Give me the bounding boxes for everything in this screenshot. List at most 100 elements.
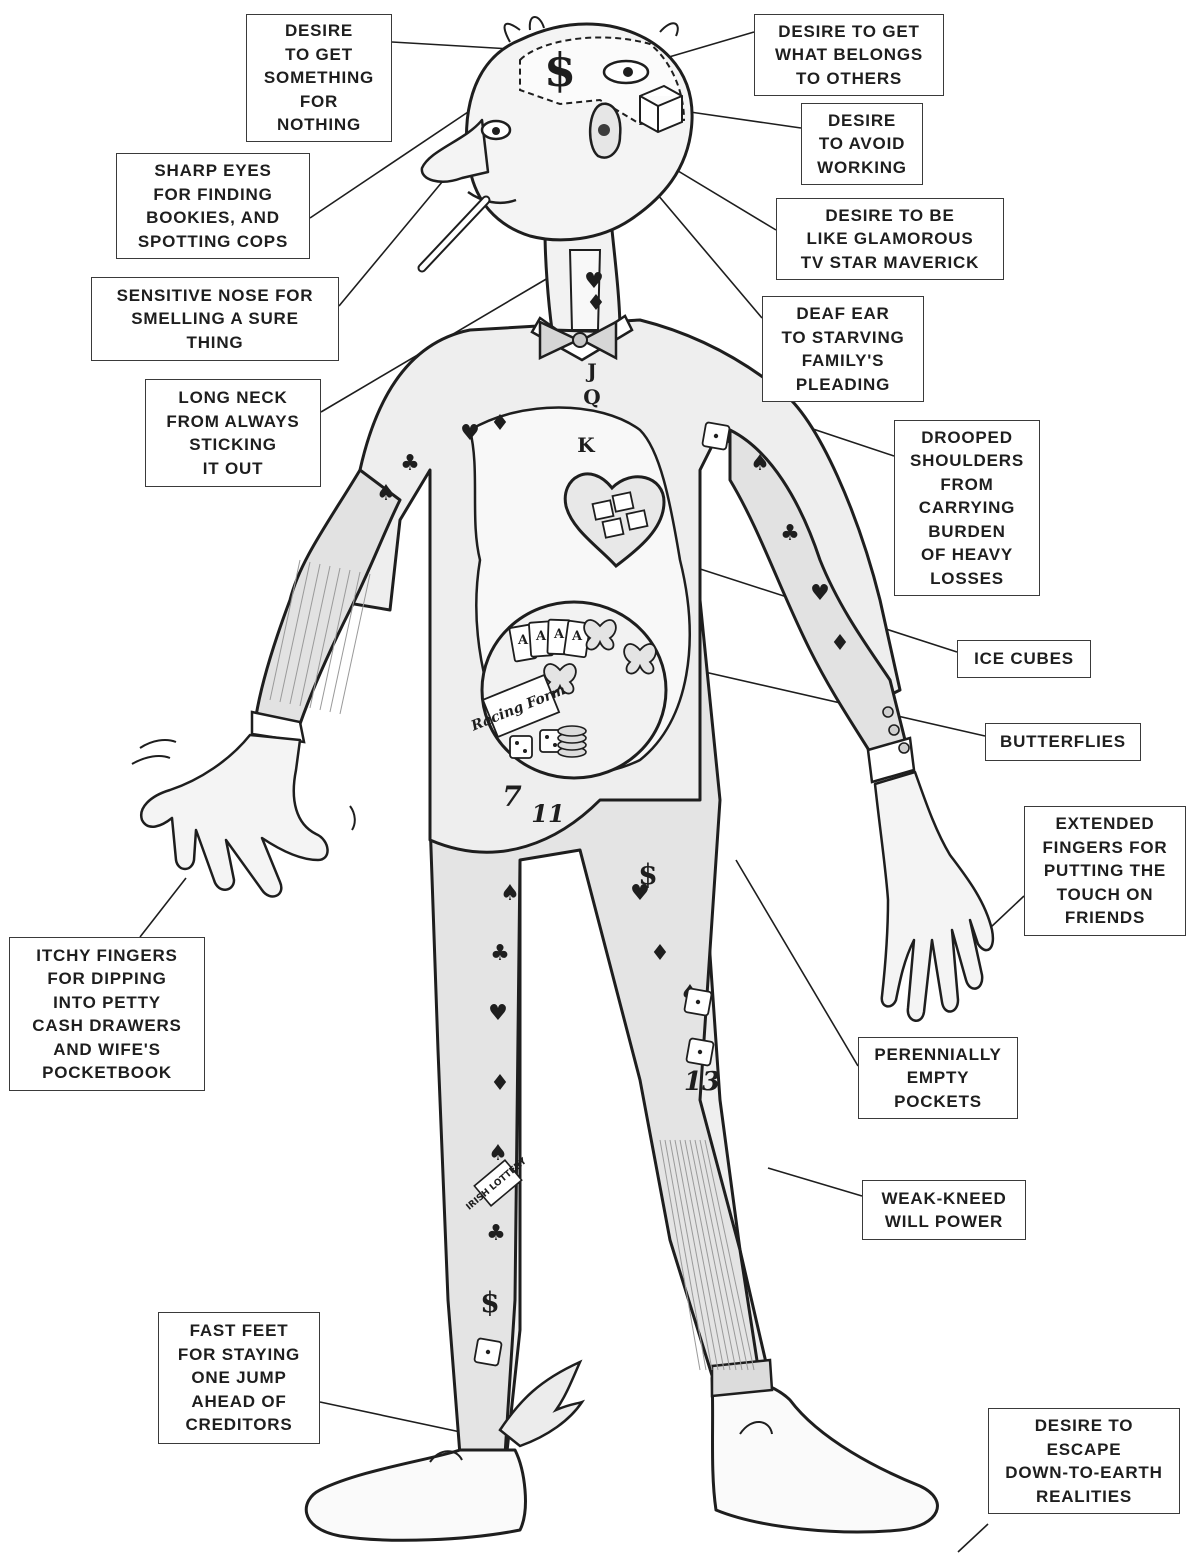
nose bbox=[422, 120, 488, 182]
label-line: EMPTY bbox=[863, 1066, 1013, 1090]
label-line: ESCAPE bbox=[993, 1438, 1175, 1462]
label-desire-something-for-nothing: DESIRETO GETSOMETHINGFORNOTHING bbox=[246, 14, 392, 142]
label-line: PLEADING bbox=[767, 373, 919, 397]
suit-symbol-icon: ♦ bbox=[490, 411, 510, 436]
label-line: IT OUT bbox=[150, 457, 316, 481]
label-line: INTO PETTY bbox=[14, 991, 200, 1015]
dice-pip bbox=[553, 743, 557, 747]
label-line: PERENNIALLY bbox=[863, 1043, 1013, 1067]
label-line: SENSITIVE NOSE FOR bbox=[96, 284, 334, 308]
label-fast-feet: FAST FEETFOR STAYINGONE JUMPAHEAD OFCRED… bbox=[158, 1312, 320, 1444]
label-line: CARRYING bbox=[899, 496, 1035, 520]
leader-line bbox=[690, 112, 801, 128]
label-line: DESIRE TO bbox=[993, 1414, 1175, 1438]
label-ice-cubes: ICE CUBES bbox=[957, 640, 1091, 678]
dice-pip bbox=[698, 1050, 702, 1054]
dice-pip bbox=[696, 1000, 700, 1004]
ice-cube bbox=[593, 500, 614, 519]
suit-symbol-icon: ♠ bbox=[750, 451, 770, 476]
cigarette bbox=[422, 200, 486, 268]
label-line: WEAK-KNEED bbox=[867, 1187, 1021, 1211]
number-seven-text: 7 bbox=[502, 780, 522, 813]
label-line: POCKETS bbox=[863, 1090, 1013, 1114]
ice-cube bbox=[603, 518, 624, 537]
ice-cube-icon bbox=[640, 86, 682, 132]
label-line: SHOULDERS bbox=[899, 449, 1035, 473]
label-line: FRIENDS bbox=[1029, 906, 1181, 930]
suit-symbol-icon: ♣ bbox=[780, 521, 800, 546]
suit-symbol-icon: ♣ bbox=[490, 941, 510, 966]
label-line: EXTENDED bbox=[1029, 812, 1181, 836]
label-drooped-shoulders: DROOPEDSHOULDERSFROMCARRYINGBURDENOF HEA… bbox=[894, 420, 1040, 596]
bow-tie-knot bbox=[573, 333, 587, 347]
suit-symbol-icon: ♣ bbox=[400, 451, 420, 476]
label-line: TO GET bbox=[251, 43, 387, 67]
label-line: TO OTHERS bbox=[759, 67, 939, 91]
label-line: POCKETBOOK bbox=[14, 1061, 200, 1085]
dice-pip bbox=[714, 434, 718, 438]
card-ace-text: A bbox=[517, 633, 529, 648]
suit-symbol-icon: ♥ bbox=[810, 581, 830, 606]
left-hand bbox=[141, 735, 327, 896]
label-extended-fingers: EXTENDEDFINGERS FORPUTTING THETOUCH ONFR… bbox=[1024, 806, 1186, 936]
label-line: SHARP EYES bbox=[121, 159, 305, 183]
ice-cube bbox=[627, 510, 648, 529]
number-eleven-text: 11 bbox=[531, 799, 564, 828]
label-line: FROM ALWAYS bbox=[150, 410, 316, 434]
right-shoe bbox=[712, 1378, 937, 1532]
label-line: TOUCH ON bbox=[1029, 883, 1181, 907]
card-ace-text: A bbox=[535, 629, 547, 644]
label-line: PUTTING THE bbox=[1029, 859, 1181, 883]
dice-pip bbox=[523, 749, 527, 753]
card-queen-text: Q bbox=[583, 385, 600, 409]
label-line: FINGERS FOR bbox=[1029, 836, 1181, 860]
leader-line bbox=[990, 896, 1024, 928]
card-ace-text: A bbox=[571, 629, 583, 644]
label-line: BURDEN bbox=[899, 520, 1035, 544]
leader-line bbox=[736, 860, 858, 1066]
label-line: OF HEAVY bbox=[899, 543, 1035, 567]
label-line: AND WIFE'S bbox=[14, 1038, 200, 1062]
label-line: FOR DIPPING bbox=[14, 967, 200, 991]
label-line: ICE CUBES bbox=[962, 647, 1086, 671]
label-line: DESIRE TO BE bbox=[781, 204, 999, 228]
label-line: WILL POWER bbox=[867, 1210, 1021, 1234]
leader-line bbox=[140, 878, 186, 937]
label-line: ITCHY FINGERS bbox=[14, 944, 200, 968]
label-line: THING bbox=[96, 331, 334, 355]
label-line: FOR STAYING bbox=[163, 1343, 315, 1367]
brain-eye-pupil bbox=[623, 67, 633, 77]
label-line: TO AVOID bbox=[806, 132, 918, 156]
label-weak-kneed: WEAK-KNEEDWILL POWER bbox=[862, 1180, 1026, 1240]
label-line: ONE JUMP bbox=[163, 1366, 315, 1390]
label-line: TV STAR MAVERICK bbox=[781, 251, 999, 275]
label-line: FROM bbox=[899, 473, 1035, 497]
label-desire-avoid-working: DESIRETO AVOIDWORKING bbox=[801, 103, 923, 185]
label-line: DEAF EAR bbox=[767, 302, 919, 326]
suit-symbol-icon: ♠ bbox=[376, 481, 396, 506]
card-ace-text: A bbox=[553, 627, 565, 642]
label-line: FOR bbox=[251, 90, 387, 114]
suit-symbol-icon: ♦ bbox=[490, 1071, 510, 1096]
left-shoe bbox=[306, 1450, 525, 1540]
cuff-button bbox=[899, 743, 909, 753]
suit-symbol-icon: ♦ bbox=[586, 291, 606, 316]
label-line: AHEAD OF bbox=[163, 1390, 315, 1414]
dollar-sign-icon: $ bbox=[638, 858, 657, 891]
trouser-cuff bbox=[712, 1360, 772, 1396]
dollar-sign-icon: $ bbox=[544, 43, 576, 97]
suit-symbol-icon: ♣ bbox=[486, 1221, 506, 1246]
label-line: STICKING bbox=[150, 433, 316, 457]
label-line: DESIRE TO GET bbox=[759, 20, 939, 44]
dice-pip bbox=[486, 1350, 490, 1354]
label-line: LOSSES bbox=[899, 567, 1035, 591]
label-line: DOWN-TO-EARTH bbox=[993, 1461, 1175, 1485]
suit-symbol-icon: ♥ bbox=[460, 421, 480, 446]
label-line: DESIRE bbox=[806, 109, 918, 133]
label-line: FAMILY'S bbox=[767, 349, 919, 373]
number-thirteen-text: 13 bbox=[684, 1067, 720, 1097]
pupil bbox=[492, 127, 500, 135]
